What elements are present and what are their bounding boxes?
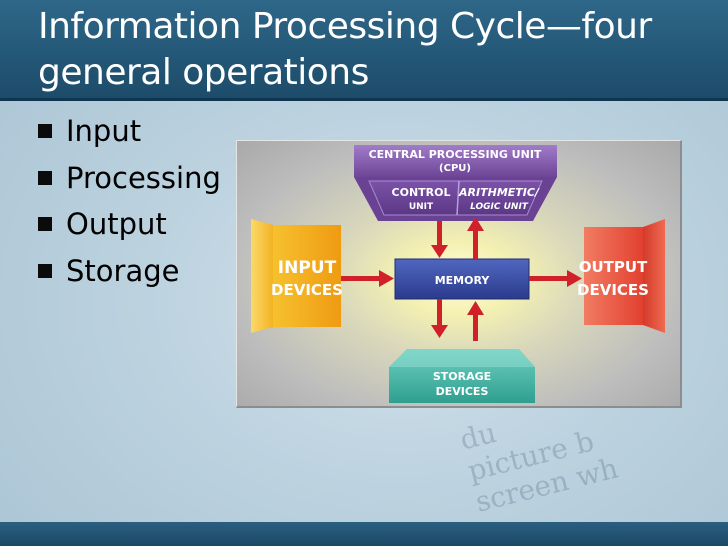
storage-devices-label: STORAGE bbox=[433, 370, 491, 383]
bullet-text: Storage bbox=[66, 253, 180, 288]
square-bullet-icon bbox=[38, 217, 52, 232]
memory-label: MEMORY bbox=[435, 274, 491, 287]
alu-label: ARITHMETIC/ bbox=[458, 186, 540, 199]
control-unit-label: CONTROL bbox=[392, 186, 451, 199]
alu-sublabel: LOGIC UNIT bbox=[470, 202, 529, 212]
bullet-item-output: Output bbox=[38, 201, 221, 248]
arrow-icon bbox=[431, 221, 448, 258]
bullet-item-input: Input bbox=[38, 108, 221, 155]
square-bullet-icon bbox=[38, 263, 52, 278]
bottom-bar bbox=[0, 522, 728, 546]
storage-devices-sublabel: DEVICES bbox=[436, 385, 489, 398]
arrow-icon bbox=[529, 270, 582, 287]
output-devices-label: OUTPUT bbox=[579, 258, 648, 276]
input-devices-block: INPUT DEVICES bbox=[251, 219, 343, 333]
storage-devices-block: STORAGE DEVICES bbox=[389, 349, 535, 403]
square-bullet-icon bbox=[38, 170, 52, 185]
slide-title: Information Processing Cycle—four genera… bbox=[38, 6, 652, 93]
cpu-block: CENTRAL PROCESSING UNIT (CPU) CONTROL UN… bbox=[354, 145, 557, 221]
arrow-icon bbox=[431, 299, 448, 338]
square-bullet-icon bbox=[38, 124, 52, 139]
output-devices-sublabel: DEVICES bbox=[577, 281, 649, 299]
input-devices-sublabel: DEVICES bbox=[271, 281, 343, 299]
arrow-icon bbox=[467, 301, 484, 341]
bullet-item-processing: Processing bbox=[38, 155, 221, 202]
flow-arrows bbox=[341, 217, 582, 341]
bullet-text: Processing bbox=[66, 160, 221, 195]
input-devices-label: INPUT bbox=[278, 258, 337, 278]
output-devices-block: OUTPUT DEVICES bbox=[577, 219, 665, 333]
title-divider bbox=[0, 98, 728, 101]
bullet-list: Input Processing Output Storage bbox=[38, 108, 221, 294]
diagram-svg: CENTRAL PROCESSING UNIT (CPU) CONTROL UN… bbox=[251, 145, 665, 403]
memory-block: MEMORY bbox=[394, 258, 530, 300]
control-unit-sublabel: UNIT bbox=[409, 202, 434, 212]
processing-cycle-diagram: CENTRAL PROCESSING UNIT (CPU) CONTROL UN… bbox=[236, 140, 682, 408]
bullet-text: Output bbox=[66, 207, 167, 242]
cpu-title: CENTRAL PROCESSING UNIT bbox=[369, 148, 542, 161]
bullet-item-storage: Storage bbox=[38, 248, 221, 295]
arrow-icon bbox=[467, 217, 484, 259]
title-bar: Information Processing Cycle—four genera… bbox=[0, 0, 728, 98]
arrow-icon bbox=[341, 270, 394, 287]
cpu-abbreviation: (CPU) bbox=[439, 163, 471, 174]
bullet-text: Input bbox=[66, 114, 142, 149]
